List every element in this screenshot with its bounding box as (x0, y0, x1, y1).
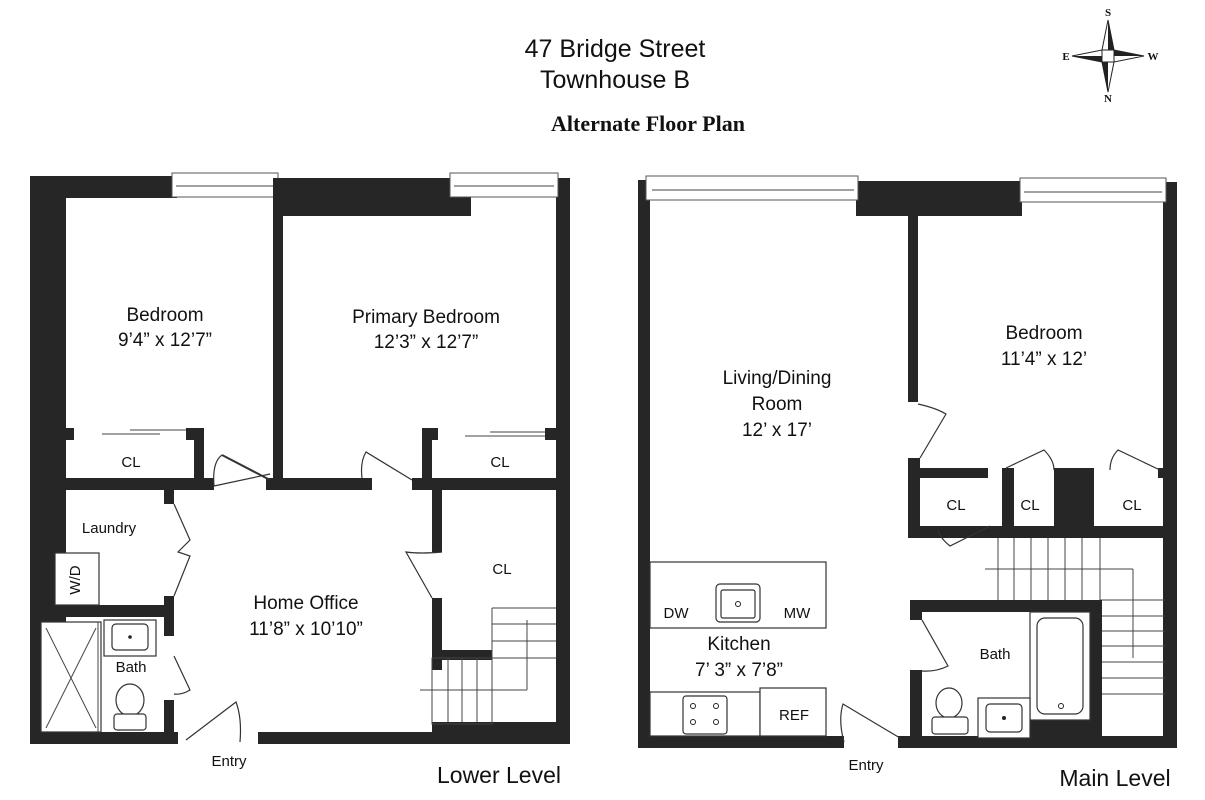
primary-bedroom-size: 12’3” x 12’7” (374, 332, 479, 353)
unit-title: Townhouse B (540, 66, 690, 94)
washer-dryer (54, 552, 100, 606)
lower-bath-label: Bath (116, 659, 147, 676)
kitchen-name: Kitchen (707, 634, 770, 655)
living-dining-name-2: Room (752, 394, 803, 415)
compass-south: S (1105, 7, 1111, 19)
primary-bedroom-name: Primary Bedroom (352, 307, 500, 328)
living-dining-name-1: Living/Dining (723, 368, 832, 389)
main-closet-1-label: CL (946, 497, 965, 514)
plan-subtitle: Alternate Floor Plan (551, 111, 745, 136)
laundry-label: Laundry (82, 520, 137, 537)
home-office-size: 11’8” x 10’10” (249, 619, 363, 640)
lower-level-label: Lower Level (437, 762, 561, 788)
lower-stairs (420, 607, 556, 725)
main-entry-label: Entry (848, 757, 884, 774)
compass-north: N (1104, 93, 1112, 105)
closet-bedroom-label: CL (121, 454, 140, 471)
living-dining-size: 12’ x 17’ (742, 420, 812, 441)
cooktop (682, 695, 728, 735)
main-level-label: Main Level (1059, 765, 1170, 791)
refrigerator-label: REF (779, 707, 809, 724)
bedroom-lower-size: 9’4” x 12’7” (118, 330, 212, 351)
main-bedroom-name: Bedroom (1005, 323, 1082, 344)
home-office-name: Home Office (253, 593, 358, 614)
closet-primary-label: CL (490, 454, 509, 471)
main-bath-label: Bath (980, 646, 1011, 663)
main-closet-2-label: CL (1020, 497, 1039, 514)
compass-rose-icon: S N E W (1062, 7, 1158, 105)
address-title: 47 Bridge Street (525, 35, 706, 63)
refrigerator (759, 687, 827, 737)
kitchen-size: 7’ 3” x 7’8” (695, 660, 783, 681)
bedroom-lower-name: Bedroom (126, 305, 203, 326)
main-level-plan: Living/Dining Room 12’ x 17’ Bedroom 11’… (638, 175, 1177, 791)
main-bedroom-size: 11’4” x 12’ (1001, 349, 1087, 370)
compass-west: W (1148, 51, 1159, 63)
main-closet-3-label: CL (1122, 497, 1141, 514)
compass-east: E (1062, 51, 1069, 63)
microwave-label: MW (784, 605, 811, 622)
lower-level-plan: W/D (30, 172, 570, 788)
dishwasher-label: DW (664, 605, 690, 622)
washer-dryer-label: W/D (67, 565, 84, 594)
toilet (115, 683, 145, 717)
closet-stair-label: CL (492, 561, 511, 578)
main-toilet (935, 687, 963, 719)
lower-entry-label: Entry (211, 753, 247, 770)
main-stairs (985, 538, 1165, 695)
